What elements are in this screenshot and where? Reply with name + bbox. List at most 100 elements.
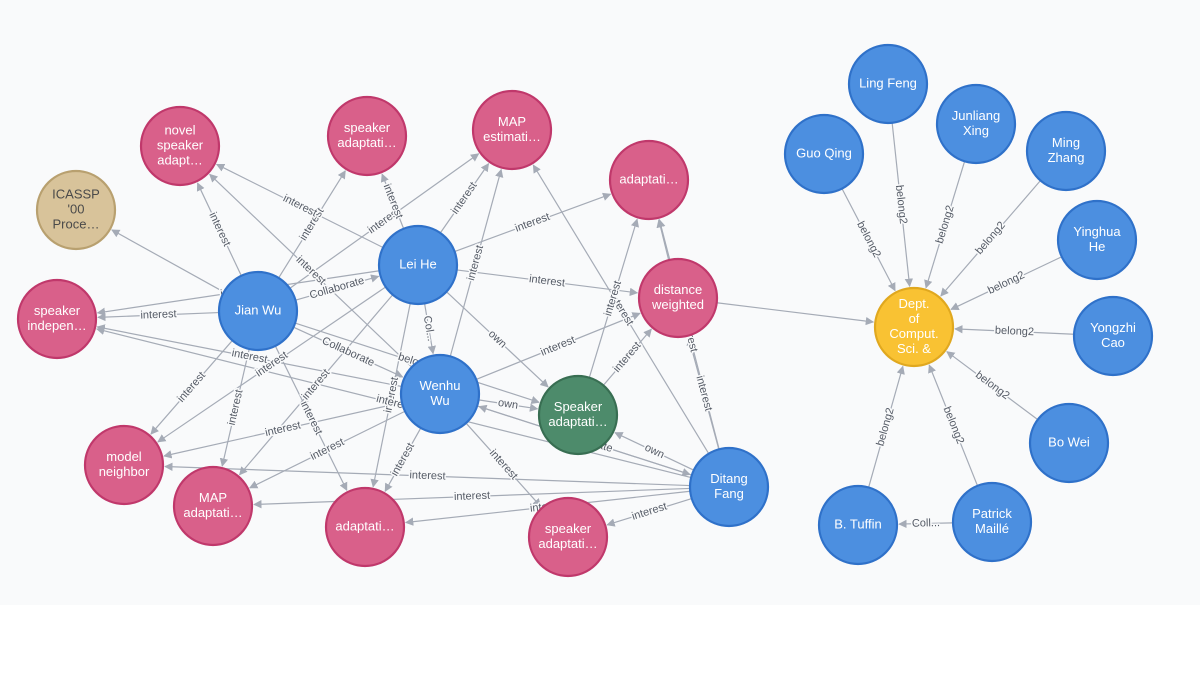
node-circle-ditang[interactable]	[688, 446, 770, 528]
edge-wenhuwu-spkadapt2	[465, 422, 542, 508]
node-label-spkindep: speaker	[34, 303, 81, 318]
edge-leihe-adapt1	[454, 192, 612, 253]
node-leihe[interactable]: Lei He	[377, 224, 459, 306]
edge-wenhuwu-distw	[475, 312, 641, 380]
node-circle-spkindep[interactable]	[16, 278, 98, 360]
node-label-spk_paper: Speaker	[554, 399, 603, 414]
node-jianwu[interactable]: Jian Wu	[217, 270, 299, 352]
edge-spk_paper-distw	[602, 328, 652, 386]
edge-label-ditang-model: interest	[409, 469, 445, 482]
edge-jianwu-leihe	[295, 274, 380, 301]
node-label-jianwu: Jian Wu	[235, 302, 282, 317]
node-mapest[interactable]: MAPestimati…	[471, 89, 553, 171]
node-circle-tuffin[interactable]	[817, 484, 899, 566]
node-circle-novel[interactable]	[139, 105, 221, 187]
node-circle-spk_paper[interactable]	[537, 374, 619, 456]
edge-ditang-mapest	[532, 164, 710, 454]
node-spk_paper[interactable]: Speakeradaptati…	[537, 374, 619, 456]
node-label-lingfeng: Ling Feng	[859, 75, 917, 90]
node-label-dept: Dept.	[898, 296, 929, 311]
node-circle-distw[interactable]	[637, 257, 719, 339]
node-circle-spkadapt1[interactable]	[326, 95, 408, 177]
node-tuffin[interactable]: B. Tuffin	[817, 484, 899, 566]
node-circle-bowei[interactable]	[1028, 402, 1110, 484]
node-spkindep[interactable]: speakerindepen…	[16, 278, 98, 360]
node-circle-adapt1[interactable]	[608, 139, 690, 221]
node-circle-icassp[interactable]	[35, 169, 117, 251]
node-bowei[interactable]: Bo Wei	[1028, 402, 1110, 484]
edge-ditang-mapadapt	[253, 487, 691, 509]
node-circle-yongzhi[interactable]	[1072, 295, 1154, 377]
edge-label-wenhuwu-model: interest	[264, 419, 302, 439]
edge-yinghua-dept	[950, 256, 1063, 310]
edge-label-wenhuwu-mapadapt: interest	[309, 436, 347, 463]
node-circle-ming[interactable]	[1025, 110, 1107, 192]
edge-label-lingfeng-dept: belong2	[893, 184, 909, 224]
edge-label-wenhuwu-distw: interest	[539, 334, 577, 359]
graph-canvas[interactable]: interest interest interest interest interest…	[0, 0, 1200, 605]
node-guoqing[interactable]: Guo Qing	[783, 113, 865, 195]
edge-label-yinghua-dept: belong2	[986, 269, 1027, 297]
edge-ditang-model	[164, 462, 691, 487]
knowledge-graph[interactable]: interest interest interest interest interest…	[0, 0, 1200, 605]
node-label-tuffin: B. Tuffin	[834, 516, 881, 531]
edge-label-patrick-dept: belong2	[941, 405, 967, 446]
node-label-mapadapt: adaptati…	[183, 505, 242, 520]
node-label-yinghua: Yinghua	[1073, 224, 1121, 239]
node-label-yongzhi: Yongzhi	[1090, 320, 1136, 335]
edge-jianwu-model	[150, 340, 233, 435]
node-circle-adapt2[interactable]	[324, 486, 406, 568]
node-circle-guoqing[interactable]	[783, 113, 865, 195]
edge-jianwu-icassp	[111, 229, 225, 293]
node-spkadapt2[interactable]: speakeradaptati…	[527, 496, 609, 578]
edge-leihe-novel	[215, 163, 384, 249]
node-circle-yinghua[interactable]	[1056, 199, 1138, 281]
node-adapt1[interactable]: adaptati…	[608, 139, 690, 221]
edge-label-wenhuwu-mapest: interest	[465, 244, 486, 282]
node-circle-wenhuwu[interactable]	[399, 353, 481, 435]
edge-jianwu-adapt2	[274, 345, 348, 492]
node-circle-lingfeng[interactable]	[847, 43, 929, 125]
node-label-spkindep: indepen…	[27, 318, 86, 333]
node-icassp[interactable]: ICASSP'00Proce…	[35, 169, 117, 251]
node-label-junliang: Xing	[963, 123, 989, 138]
node-circle-mapadapt[interactable]	[172, 465, 254, 547]
edge-wenhuwu-mapest	[449, 168, 504, 357]
node-circle-patrick[interactable]	[951, 481, 1033, 563]
node-circle-jianwu[interactable]	[217, 270, 299, 352]
edge-label-leihe-mapest: interest	[449, 180, 479, 216]
node-label-ditang: Ditang	[710, 471, 748, 486]
node-mapadapt[interactable]: MAPadaptati…	[172, 465, 254, 547]
node-circle-spkadapt2[interactable]	[527, 496, 609, 578]
node-circle-dept[interactable]	[873, 286, 955, 368]
edge-patrick-dept	[928, 364, 979, 487]
node-label-dept: Comput.	[889, 326, 938, 341]
edge-ditang-spkindep	[95, 326, 692, 479]
edge-wenhuwu-spk_paper	[478, 399, 539, 412]
node-novel[interactable]: novelspeakeradapt…	[139, 105, 221, 187]
node-adapt2[interactable]: adaptati…	[324, 486, 406, 568]
node-circle-junliang[interactable]	[935, 83, 1017, 165]
node-circle-leihe[interactable]	[377, 224, 459, 306]
node-circle-model[interactable]	[83, 424, 165, 506]
node-spkadapt1[interactable]: speakeradaptati…	[326, 95, 408, 177]
edge-label-spk_paper-distw: interest	[611, 340, 644, 375]
edge-label-leihe-novel: interest	[281, 192, 319, 219]
node-label-patrick: Patrick	[972, 506, 1012, 521]
node-label-patrick: Maillé	[975, 521, 1009, 536]
node-label-bowei: Bo Wei	[1048, 434, 1090, 449]
node-lingfeng[interactable]: Ling Feng	[847, 43, 929, 125]
node-label-novel: novel	[164, 122, 195, 137]
node-circle-mapest[interactable]	[471, 89, 553, 171]
